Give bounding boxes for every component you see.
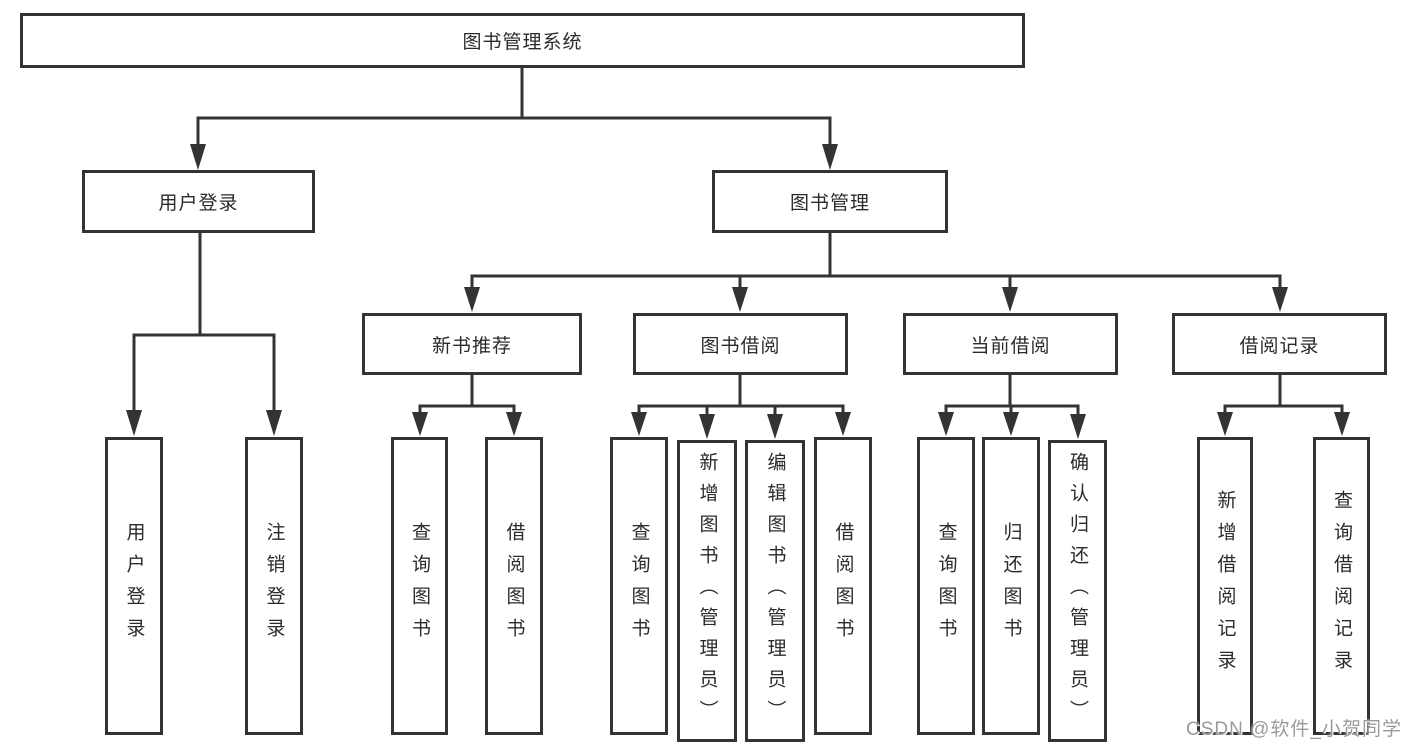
node-current-borrowing: 当前借阅 (903, 313, 1118, 375)
node-label: 图书管理系统 (462, 32, 583, 53)
node-label: 注销登录 (263, 522, 285, 650)
csdn-watermark: CSDN @软件_小贺同学 (1186, 719, 1402, 740)
leaf-query-books-current: 查询图书 (917, 437, 975, 735)
leaf-query-books-borrowing: 查询图书 (610, 437, 668, 735)
node-label: 用户登录 (158, 193, 239, 214)
node-label: 图书借阅 (700, 335, 781, 357)
leaf-borrow-books-recommend: 借阅图书 (485, 437, 543, 735)
node-label: 查询图书 (935, 522, 957, 650)
node-label: 当前借阅 (970, 335, 1051, 357)
leaf-user-login: 用户登录 (105, 437, 163, 735)
node-new-book-recommend: 新书推荐 (362, 313, 582, 375)
leaf-query-books-recommend: 查询图书 (391, 437, 448, 735)
node-label: 新书推荐 (431, 335, 512, 357)
leaf-edit-book-admin: 编辑图书（管理员） (745, 440, 805, 742)
node-user-login: 用户登录 (82, 170, 315, 233)
leaf-confirm-return-admin: 确认归还（管理员） (1048, 440, 1107, 742)
node-label: 借阅图书 (503, 522, 525, 650)
node-label: 编辑图书（管理员） (764, 451, 786, 731)
leaf-return-books: 归还图书 (982, 437, 1040, 735)
node-label: 新增借阅记录 (1214, 490, 1236, 682)
node-label: 查询借阅记录 (1331, 490, 1352, 682)
node-book-management: 图书管理 (712, 170, 948, 233)
node-label: 借阅图书 (832, 522, 854, 650)
node-book-borrowing: 图书借阅 (633, 313, 848, 375)
leaf-borrow-books-borrowing: 借阅图书 (814, 437, 872, 735)
node-label: 归还图书 (1000, 522, 1022, 650)
node-label: 确认归还（管理员） (1067, 451, 1088, 731)
node-library-management-system: 图书管理系统 (20, 13, 1025, 68)
leaf-query-borrow-record: 查询借阅记录 (1313, 437, 1370, 735)
node-label: 图书管理 (789, 193, 870, 214)
node-label: 用户登录 (123, 522, 145, 650)
leaf-logout-login: 注销登录 (245, 437, 303, 735)
node-label: 借阅记录 (1239, 335, 1320, 357)
node-label: 新增图书（管理员） (696, 451, 718, 731)
leaf-add-borrow-record: 新增借阅记录 (1197, 437, 1253, 735)
node-borrowing-records: 借阅记录 (1172, 313, 1387, 375)
node-label: 查询图书 (628, 522, 650, 650)
node-label: 查询图书 (409, 522, 430, 650)
leaf-add-book-admin: 新增图书（管理员） (677, 440, 737, 742)
